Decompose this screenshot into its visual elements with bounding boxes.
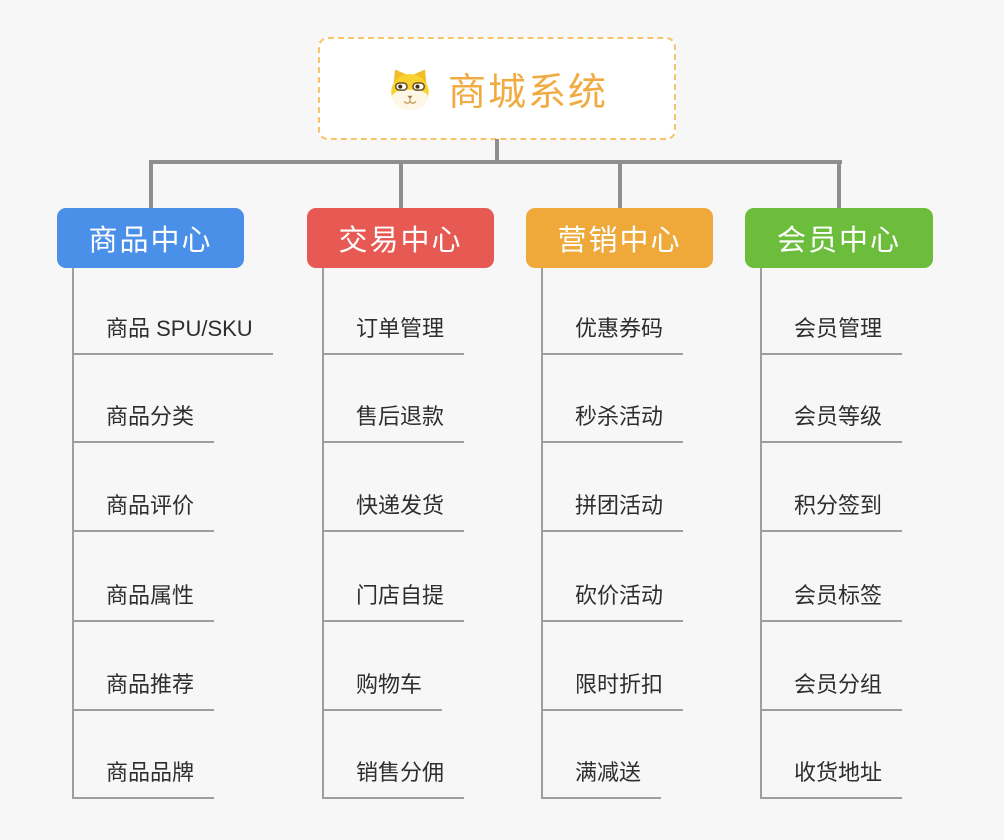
connector-drop-0	[149, 160, 153, 210]
leaf-node[interactable]: 门店自提	[322, 581, 465, 622]
branch-node-0[interactable]: 商品中心	[57, 208, 244, 268]
branch-node-2[interactable]: 营销中心	[526, 208, 713, 268]
trunk-line-3	[760, 268, 762, 799]
root-node[interactable]: 商城系统	[318, 37, 676, 140]
leaf-node[interactable]: 收货地址	[760, 758, 903, 799]
leaf-node[interactable]: 商品 SPU/SKU	[72, 314, 273, 355]
leaf-node[interactable]: 秒杀活动	[541, 402, 684, 443]
leaf-node[interactable]: 拼团活动	[541, 491, 684, 532]
leaf-node[interactable]: 售后退款	[322, 402, 465, 443]
leaf-node[interactable]: 会员分组	[760, 670, 903, 711]
branch-node-1[interactable]: 交易中心	[307, 208, 494, 268]
connector-drop-3	[837, 160, 841, 210]
trunk-line-2	[541, 268, 543, 799]
leaf-node[interactable]: 商品品牌	[72, 758, 215, 799]
trunk-line-1	[322, 268, 324, 799]
leaf-node[interactable]: 商品属性	[72, 581, 215, 622]
leaf-node[interactable]: 购物车	[322, 670, 443, 711]
leaf-node[interactable]: 销售分佣	[322, 758, 465, 799]
leaf-node[interactable]: 满减送	[541, 758, 662, 799]
leaf-node[interactable]: 订单管理	[322, 314, 465, 355]
leaf-node[interactable]: 会员标签	[760, 581, 903, 622]
leaf-node[interactable]: 优惠券码	[541, 314, 684, 355]
trunk-line-0	[72, 268, 74, 799]
leaf-node[interactable]: 商品评价	[72, 491, 215, 532]
leaf-node[interactable]: 积分签到	[760, 491, 903, 532]
leaf-node[interactable]: 会员管理	[760, 314, 903, 355]
leaf-node[interactable]: 快递发货	[322, 491, 465, 532]
leaf-node[interactable]: 砍价活动	[541, 581, 684, 622]
connector-root-stub	[495, 139, 499, 162]
leaf-node[interactable]: 商品分类	[72, 402, 215, 443]
leaf-node[interactable]: 限时折扣	[541, 670, 684, 711]
connector-horizontal	[149, 160, 842, 164]
root-title: 商城系统	[447, 72, 608, 114]
leaf-node[interactable]: 商品推荐	[72, 670, 215, 711]
connector-drop-2	[618, 160, 622, 210]
leaf-node[interactable]: 会员等级	[760, 402, 903, 443]
branch-node-3[interactable]: 会员中心	[745, 208, 933, 268]
connector-drop-1	[399, 160, 403, 210]
shiba-dog-icon	[391, 69, 429, 110]
